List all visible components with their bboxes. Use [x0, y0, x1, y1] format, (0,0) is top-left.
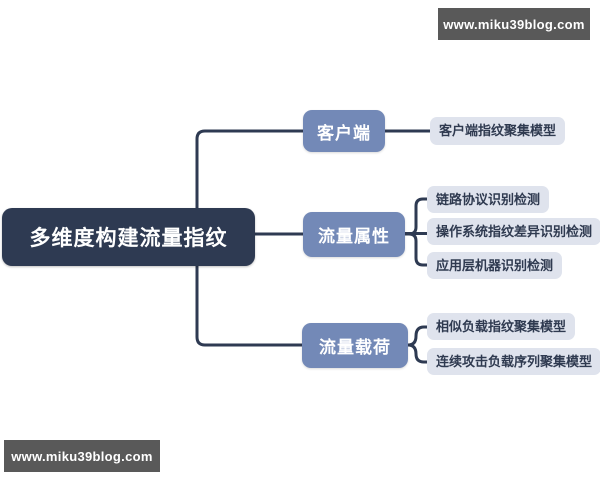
leaf-node-similar-payload-cluster-model[interactable]: 相似负载指纹聚集模型 — [427, 313, 576, 340]
leaf-node-link-protocol-detection[interactable]: 链路协议识别检测 — [427, 186, 550, 213]
leaf-node-os-fingerprint-difference-detection[interactable]: 操作系统指纹差异识别检测 — [427, 218, 600, 245]
watermark-badge-bottom: www.miku39blog.com — [4, 440, 160, 472]
leaf-node-application-layer-machine-detection[interactable]: 应用层机器识别检测 — [427, 252, 563, 279]
branch-node-traffic-attributes[interactable]: 流量属性 — [303, 212, 405, 257]
connector-root-payload — [195, 264, 304, 347]
connector-attr-link — [403, 197, 429, 236]
connector-payload-similar — [406, 325, 429, 347]
root-node[interactable]: 多维度构建流量指纹 — [2, 208, 255, 266]
leaf-node-continuous-attack-sequence-cluster-model[interactable]: 连续攻击负载序列聚集模型 — [427, 348, 600, 375]
branch-node-traffic-payload[interactable]: 流量载荷 — [302, 323, 408, 368]
connector-attr-app — [403, 232, 429, 267]
watermark-badge-top: www.miku39blog.com — [438, 8, 590, 40]
leaf-node-client-fingerprint-cluster-model[interactable]: 客户端指纹聚集模型 — [430, 117, 566, 145]
branch-node-client[interactable]: 客户端 — [303, 110, 385, 152]
connector-payload-continuous — [406, 343, 429, 364]
connector-root-client — [195, 129, 305, 210]
